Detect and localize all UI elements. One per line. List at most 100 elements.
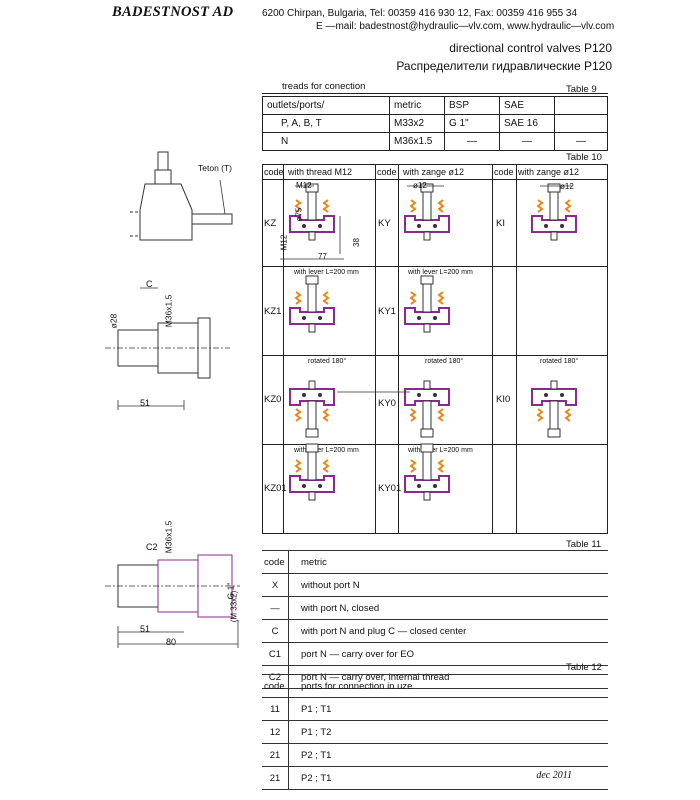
table9: outlets/ports/ metric BSP SAE P, A, B, T… bbox=[262, 96, 608, 151]
table-cell bbox=[554, 96, 608, 115]
table-row: P, A, B, T M33x2 G 1" SAE 16 bbox=[262, 114, 608, 133]
table9-caption: treads for conection bbox=[282, 81, 366, 92]
code-label: KY1 bbox=[378, 306, 396, 317]
table-row: 21 P2 ; T1 bbox=[262, 766, 608, 790]
dim-label: M12 bbox=[296, 181, 312, 190]
table-row: 11 P1 ; T1 bbox=[262, 697, 608, 721]
table12: code ports for connection in uze 11 P1 ;… bbox=[262, 674, 608, 790]
teton-valve-drawing bbox=[130, 151, 233, 241]
dim-label: ø12 bbox=[413, 181, 427, 190]
table-cell: M36x1.5 bbox=[389, 132, 445, 151]
table-cell: without port N bbox=[288, 573, 608, 597]
table10-drawings bbox=[280, 183, 577, 501]
teton-label: Teton (T) bbox=[198, 163, 233, 173]
valve-drawing-kz01 bbox=[289, 443, 335, 501]
table10-header-code: code bbox=[264, 167, 284, 177]
valve-drawing-ky1 bbox=[404, 275, 450, 333]
valve-drawing-ky bbox=[404, 183, 450, 241]
port-c2-drawing bbox=[105, 554, 240, 648]
table-cell: P1 ; T2 bbox=[288, 720, 608, 744]
code-label: KZ01 bbox=[264, 483, 287, 494]
table-cell: — bbox=[499, 132, 555, 151]
table-cell: P, A, B, T bbox=[262, 114, 390, 133]
table10-col-rule bbox=[398, 164, 399, 534]
table-cell: 21 bbox=[262, 766, 289, 790]
table-cell: 12 bbox=[262, 720, 289, 744]
cell-note: rotated 180° bbox=[425, 358, 464, 365]
table-cell: N bbox=[262, 132, 390, 151]
address-line: 6200 Chirpan, Bulgaria, Tel: 00359 416 9… bbox=[262, 8, 578, 19]
title-russian: Распределители гидравлические P120 bbox=[396, 59, 612, 73]
table-cell: C bbox=[262, 619, 289, 643]
title-english: directional control valves P120 bbox=[449, 41, 612, 55]
dim-label: (M 33x2) bbox=[229, 590, 239, 623]
table10-header-title: with zange ø12 bbox=[403, 167, 465, 177]
table-cell: outlets/ports/ bbox=[262, 96, 390, 115]
port-c-label: C bbox=[146, 279, 153, 289]
table12-label: Table 12 bbox=[566, 662, 602, 673]
table-cell: 21 bbox=[262, 743, 289, 767]
table10-col-rule bbox=[375, 164, 376, 534]
valve-drawing-kz1 bbox=[289, 275, 335, 333]
dim-label: ø12 bbox=[560, 182, 574, 191]
table11-header-row: code metric bbox=[262, 550, 608, 574]
cell-note: rotated 180° bbox=[308, 358, 347, 365]
table10-header-rule bbox=[262, 179, 608, 180]
dim-label: 77 bbox=[318, 252, 327, 261]
table-cell: ports for connection in uze bbox=[288, 674, 608, 698]
table-cell: C1 bbox=[262, 642, 289, 666]
table-row: 12 P1 ; T2 bbox=[262, 720, 608, 744]
dim-label: 38 bbox=[351, 238, 361, 247]
table-cell: code bbox=[262, 674, 289, 698]
table9-label: Table 9 bbox=[566, 84, 597, 95]
valve-drawing-ky01 bbox=[404, 443, 450, 501]
port-c2-label: C2 bbox=[146, 542, 158, 552]
code-label: KZ0 bbox=[264, 394, 282, 405]
table-cell: P2 ; T1 bbox=[288, 743, 608, 767]
table9-top-rule bbox=[262, 93, 608, 94]
table10-col-rule bbox=[283, 164, 284, 534]
code-label: KZ bbox=[264, 218, 277, 229]
dim-label: ø28 bbox=[108, 313, 119, 329]
table-cell: P2 ; T1 bbox=[288, 766, 608, 790]
table9-header-row: outlets/ports/ metric BSP SAE bbox=[262, 96, 608, 115]
table10-row-rule bbox=[262, 266, 608, 267]
table-cell: metric bbox=[389, 96, 445, 115]
table-cell: P1 ; T1 bbox=[288, 697, 608, 721]
dim-label: M36x1.5 bbox=[163, 520, 174, 554]
table-row: — with port N, closed bbox=[262, 596, 608, 620]
dim-label: M12 bbox=[279, 234, 289, 251]
code-label: KY01 bbox=[378, 483, 402, 494]
table-cell: with port N and plug C — closed center bbox=[288, 619, 608, 643]
table-row: C1 port N — carry over for EO bbox=[262, 642, 608, 666]
table-cell: M33x2 bbox=[389, 114, 445, 133]
dim-label: 51 bbox=[140, 398, 151, 408]
cell-note: with lever L=200 mm bbox=[408, 269, 473, 276]
table-cell: G 1" bbox=[444, 114, 500, 133]
company-name: BADESTNOST AD bbox=[112, 4, 234, 20]
table-cell: SAE 16 bbox=[499, 114, 555, 133]
table12-header-row: code ports for connection in uze bbox=[262, 674, 608, 698]
dim-label: M36x1.5 bbox=[163, 294, 174, 328]
valve-drawing-ki bbox=[531, 183, 577, 241]
dim-label: 80 bbox=[166, 637, 177, 647]
table-cell: with port N, closed bbox=[288, 596, 608, 620]
cell-note: with lever L=200 mm bbox=[408, 447, 473, 454]
table10-frame bbox=[262, 164, 608, 534]
table-cell: SAE bbox=[499, 96, 555, 115]
cell-note: rotated 180° bbox=[540, 358, 579, 365]
cell-note: with lever L=200 mm bbox=[294, 269, 359, 276]
email-line: E —mail: badestnost@hydraulic—vlv.com, w… bbox=[316, 21, 615, 32]
table-row: 21 P2 ; T1 bbox=[262, 743, 608, 767]
table11-label: Table 11 bbox=[566, 539, 602, 550]
table-row: N M36x1.5 — — — bbox=[262, 132, 608, 151]
code-label: KY0 bbox=[378, 398, 396, 409]
table-cell: — bbox=[554, 132, 608, 151]
table10-row-rule bbox=[262, 355, 608, 356]
table-row: C with port N and plug C — closed center bbox=[262, 619, 608, 643]
table-cell: code bbox=[262, 550, 289, 574]
table10-label: Table 10 bbox=[566, 152, 602, 163]
table-cell: 11 bbox=[262, 697, 289, 721]
valve-drawing-ki0 bbox=[532, 381, 576, 437]
table10-col-rule bbox=[492, 164, 493, 534]
